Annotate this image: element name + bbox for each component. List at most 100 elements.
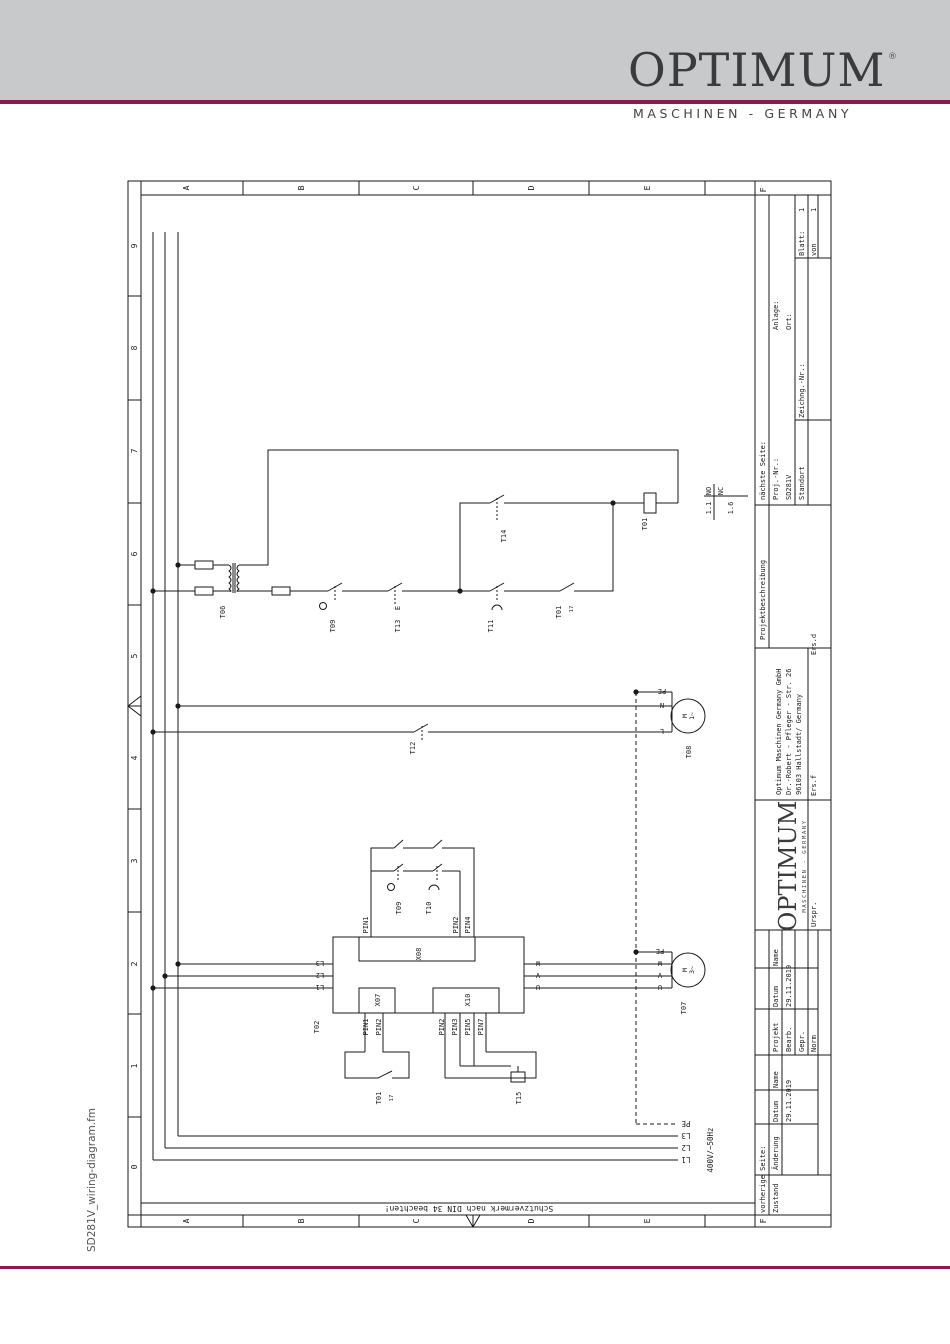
tb-model: SD281V — [785, 474, 793, 500]
drawing-frame — [127, 180, 832, 1228]
title-block-text: vorherige Seite: Zustand Änderung Datum … — [759, 208, 818, 1213]
row-label-b-bottom: B — [297, 1218, 306, 1223]
control-circuit — [153, 449, 748, 611]
tb-change-date: 29.11.2019 — [785, 1080, 793, 1122]
label-pin5-x10: PIN5 — [464, 1019, 472, 1036]
title-block-logo: OPTIMUM MASCHINEN - GERMANY — [774, 801, 808, 932]
contact-table-v2: 1.6 — [727, 502, 735, 515]
label-pin7-x10: PIN7 — [477, 1019, 485, 1036]
tb-city: 96103 Hallstadt/ Germany — [795, 694, 803, 795]
label-t06: T06 — [219, 606, 227, 619]
column-label-8: 8 — [130, 345, 139, 350]
tb-standort: Standort — [798, 466, 806, 500]
row-label-d-top: D — [527, 185, 536, 190]
contact-table-v1: 1.1 — [705, 502, 713, 515]
brand-logo: OPTIMUM — [628, 43, 886, 97]
potentiometer-t15 — [444, 1013, 537, 1083]
supply-label-l1: L1 — [681, 1155, 690, 1164]
tb-logo-word: OPTIMUM — [774, 801, 802, 932]
label-x08: X08 — [415, 948, 423, 961]
column-label-2: 2 — [130, 961, 139, 966]
label-pin2-x07: PIN2 — [375, 1019, 383, 1036]
tb-anlage: Anlage: — [772, 300, 780, 330]
tb-blatt-val: 1 — [798, 208, 806, 212]
column-label-9: 9 — [130, 243, 139, 248]
motor1-term-l: L — [660, 727, 664, 735]
motor3-symbol: M3~ — [681, 966, 696, 974]
label-x07: X07 — [374, 994, 382, 1007]
tb-urspr: Urspr. — [810, 902, 818, 927]
label-pin2-x10: PIN2 — [438, 1019, 446, 1036]
row-label-a-bottom: A — [182, 1218, 191, 1223]
ref-t01-x07: 17 — [389, 1095, 395, 1102]
supply-label-pe: PE — [681, 1119, 691, 1128]
motor3-term-v: V — [657, 971, 662, 979]
tb-datum-2: Datum — [772, 986, 780, 1007]
header-rule — [0, 100, 950, 104]
vfd-in-l3: L3 — [316, 959, 324, 967]
row-label-e-bottom: E — [643, 1218, 652, 1223]
motor3-term-pe: PE — [656, 947, 664, 955]
registered-mark: ® — [888, 52, 897, 62]
row-label-f-top: F — [759, 187, 768, 192]
tb-name-1: Name — [772, 1071, 780, 1088]
tb-projekt: Projekt — [772, 1022, 780, 1052]
label-t10: T10 — [425, 902, 433, 915]
label-pin1-x07: PIN1 — [362, 1019, 370, 1036]
motor-t07 — [670, 952, 706, 988]
label-t12: T12 — [409, 742, 417, 755]
label-t13: T13 — [394, 620, 402, 633]
label-pin1-x08: PIN1 — [362, 917, 370, 934]
tb-zeichng: Zeichng.-Nr.: — [798, 363, 806, 418]
tb-ersf: Ers.f — [810, 775, 818, 796]
row-label-c-top: C — [412, 185, 421, 190]
row-label-a-top: A — [182, 185, 191, 190]
t13-mark: E — [394, 606, 402, 610]
tb-logo-tagline: MASCHINEN - GERMANY — [802, 819, 808, 912]
label-x10: X10 — [464, 994, 472, 1007]
tb-projektbeschreibung: Projektbeschreibung — [759, 560, 767, 640]
tb-von: von — [810, 243, 818, 256]
label-t01-coil: T01 — [641, 518, 649, 531]
vfd-in-l1: L1 — [316, 983, 324, 991]
row-label-b-top: B — [297, 185, 306, 190]
page-header — [0, 0, 950, 100]
supply-label-l3: L3 — [681, 1131, 690, 1140]
ref-t01-hold: 17 — [569, 606, 575, 613]
label-pin2-x08: PIN2 — [452, 917, 460, 934]
motor3-term-u: U — [658, 983, 662, 991]
label-t15: T15 — [515, 1092, 523, 1105]
column-label-1: 1 — [130, 1063, 139, 1068]
tb-company: Optimum Maschinen Germany GmbH — [775, 669, 783, 795]
column-label-3: 3 — [130, 858, 139, 863]
motor-t08 — [153, 691, 706, 742]
motor3-term-w: W — [657, 959, 662, 967]
contact-table-no: NO — [705, 487, 713, 495]
label-t09: T09 — [329, 620, 337, 633]
frame-labels: A B C D E F A B C D E F 0 1 2 3 4 5 6 7 … — [130, 185, 768, 1223]
row-label-f-bottom: F — [759, 1218, 768, 1223]
column-label-0: 0 — [130, 1164, 139, 1169]
column-label-4: 4 — [130, 755, 139, 760]
x08-switches — [370, 839, 475, 937]
tb-next-page: nächste Seite: — [759, 441, 767, 500]
supply-rating: 400V/~50Hz — [706, 1127, 715, 1172]
tb-norm: Norm — [810, 1035, 818, 1052]
brand-tagline: MASCHINEN - GERMANY — [633, 106, 853, 121]
tb-gepr: Gepr. — [798, 1031, 806, 1052]
protection-note: Schutzvermerk nach DIN 34 beachten! — [385, 1204, 554, 1213]
vfd-out-u: U — [536, 983, 540, 991]
vfd-out-w: W — [535, 959, 540, 967]
column-label-6: 6 — [130, 551, 139, 556]
junction-dots — [150, 500, 639, 991]
tb-street: Dr.-Robert - Pfleger - Str. 26 — [785, 669, 793, 795]
motor1-symbol: M1~ — [681, 712, 696, 720]
row-label-c-bottom: C — [412, 1218, 421, 1223]
vfd-out-v: V — [535, 971, 540, 979]
label-pin3-x10: PIN3 — [451, 1019, 459, 1036]
label-t01-x07: T01 — [375, 1092, 383, 1105]
x07-circuit — [344, 1013, 410, 1079]
tb-datum-1: Datum — [772, 1101, 780, 1122]
tb-blatt: Blatt: — [798, 231, 806, 256]
label-pin4-x08: PIN4 — [464, 917, 472, 934]
